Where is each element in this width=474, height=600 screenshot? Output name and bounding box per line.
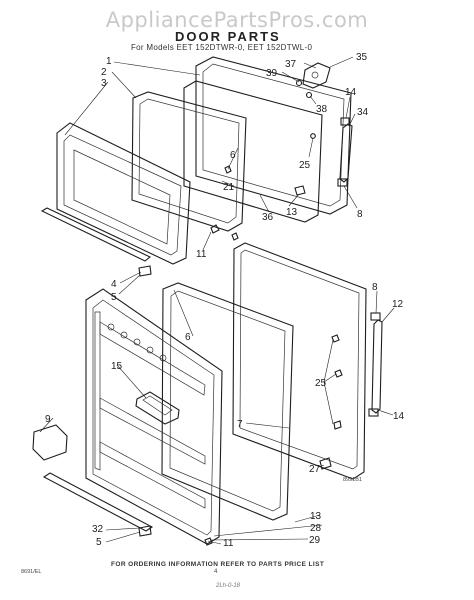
callout-1: 1 — [106, 56, 112, 67]
freezer-door-outer-panel — [195, 56, 352, 215]
callout-6-lower: 6 — [185, 332, 191, 343]
diagram-title: DOOR PARTS — [175, 29, 281, 44]
callout-9: 9 — [45, 414, 51, 425]
callout-4: 4 — [111, 279, 117, 290]
callout-13-lower: 13 — [310, 511, 322, 522]
freezer-fasteners — [138, 79, 316, 277]
callout-14-upper: 14 — [345, 87, 357, 98]
callout-11-upper: 11 — [196, 249, 207, 260]
callout-21: 21 — [223, 182, 235, 193]
callout-38: 38 — [316, 104, 328, 115]
callout-5-lower: 5 — [96, 537, 102, 548]
fresh-food-door-outer-panel — [232, 242, 367, 480]
butter-compartment-door — [135, 391, 180, 425]
callout-7: 7 — [237, 419, 243, 430]
callout-numbers: 1 2 3 35 37 39 38 14 34 25 6 21 13 36 8 … — [45, 52, 405, 549]
callout-34: 34 — [357, 107, 369, 118]
callout-8-upper: 8 — [357, 209, 363, 220]
freezer-door-gasket — [131, 91, 247, 232]
ordering-note: FOR ORDERING INFORMATION REFER TO PARTS … — [111, 561, 325, 568]
watermark: AppliancePartsPros.com — [105, 8, 369, 32]
handwritten-note: 2Lh-0-18 — [216, 583, 241, 589]
callout-15: 15 — [111, 361, 123, 372]
callout-25-lower: 25 — [315, 378, 327, 389]
callout-11-lower: 11 — [223, 538, 234, 549]
fresh-food-door-gasket — [161, 282, 294, 521]
callout-35: 35 — [356, 52, 368, 63]
freezer-insulation-panel — [183, 80, 323, 223]
callout-12: 12 — [392, 299, 404, 310]
fresh-food-door-liner — [85, 288, 223, 545]
model-numbers: For Models EET 152DTWR-0, EET 152DTWL-0 — [131, 43, 313, 52]
callout-37: 37 — [285, 59, 297, 70]
freezer-door-liner — [56, 122, 191, 265]
callout-25-upper: 25 — [299, 160, 311, 171]
callout-28: 28 — [310, 523, 322, 534]
door-shelf-front — [32, 424, 68, 461]
top-hinge-assembly — [302, 62, 331, 89]
upper-hinge-bar — [337, 117, 353, 187]
callout-2: 2 — [101, 67, 107, 78]
reference-code-b: 8691/EL — [21, 569, 42, 575]
callout-27: 27 — [309, 464, 321, 475]
fresh-food-fasteners — [138, 334, 343, 546]
fresh-food-trim-strip — [42, 472, 154, 532]
lower-hinge-bar — [368, 312, 383, 417]
callout-39: 39 — [266, 68, 278, 79]
callout-6-upper: 6 — [230, 150, 236, 161]
callout-3: 3 — [101, 78, 107, 89]
callout-8-lower: 8 — [372, 282, 378, 293]
freezer-trim-strip — [40, 207, 152, 262]
callout-14-lower: 14 — [393, 411, 405, 422]
callout-13-upper: 13 — [286, 207, 298, 218]
leader-lines — [39, 56, 395, 545]
callout-32: 32 — [92, 524, 104, 535]
callout-5-upper: 5 — [111, 292, 117, 303]
page-mark: 4 — [214, 569, 218, 575]
callout-29: 29 — [309, 535, 321, 546]
callout-36: 36 — [262, 212, 274, 223]
reference-code-a: 8991B1 — [343, 477, 362, 483]
